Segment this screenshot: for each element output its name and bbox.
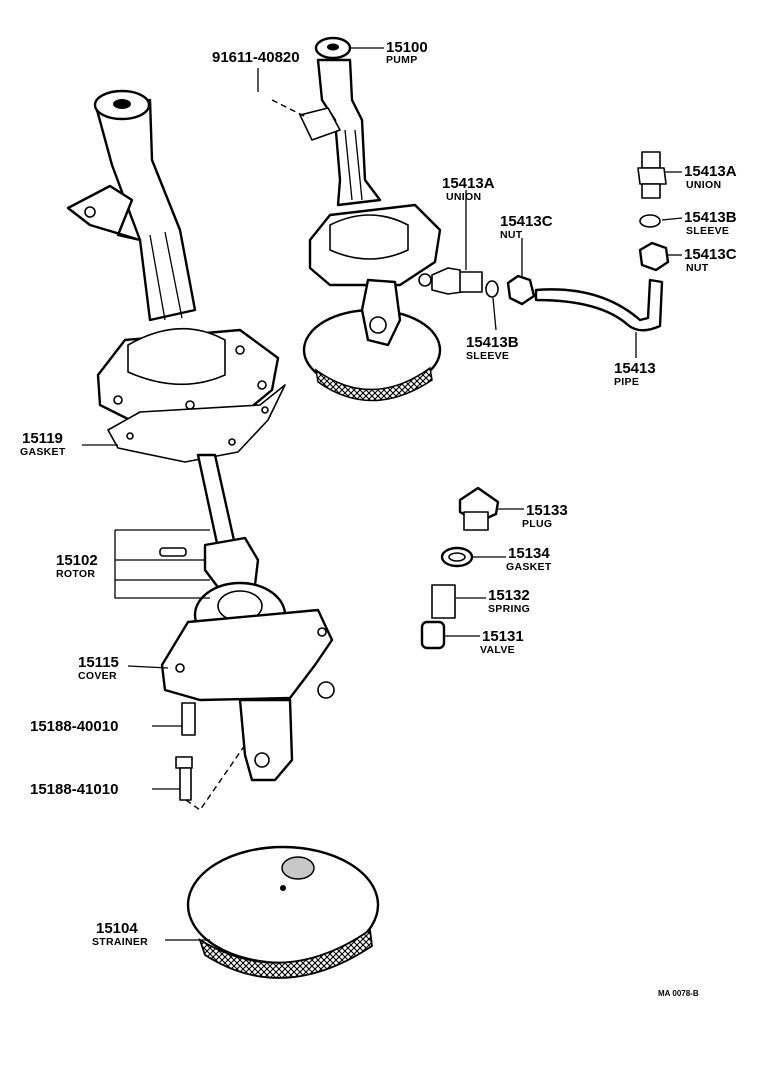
callout-pump-number: 15100	[386, 39, 428, 56]
callout-spring-number: 15132	[488, 587, 530, 604]
pump-upper-bracket	[66, 184, 142, 242]
callout-sleeve-b2-number: 15413B	[684, 209, 737, 226]
callout-spring-name: SPRING	[488, 603, 530, 615]
callout-plug-gasket-number: 15134	[508, 545, 550, 562]
exploded-pump-drawing	[66, 89, 380, 979]
callout-pump-name: PUMP	[386, 54, 418, 66]
callout-bolt1-number: 15188-40010	[30, 718, 118, 735]
rotor-shaft	[196, 453, 237, 550]
callout-sleeve-b2-name: SLEEVE	[686, 225, 729, 237]
reference-code: MA 0078-B	[658, 989, 699, 998]
bolt-2-shape	[179, 767, 192, 801]
callout-gasket-number: 15119	[22, 430, 63, 447]
callout-bolt2-number: 15188-41010	[30, 781, 118, 798]
callout-cover-name: COVER	[78, 670, 117, 682]
union-installed	[431, 267, 463, 295]
callout-labels: 91611-40820 15100 PUMP 15413A UNION 1541…	[20, 39, 737, 998]
callout-plug-gasket-name: GASKET	[506, 561, 552, 573]
spring-shape	[431, 584, 456, 619]
callout-pump-bolt-number: 91611-40820	[212, 49, 300, 66]
callout-valve-name: VALVE	[480, 644, 515, 656]
pump-gasket-shape	[107, 384, 286, 463]
nut-loose	[638, 241, 670, 272]
pump-main-tube	[95, 98, 197, 322]
relief-valve-drawing	[420, 486, 500, 650]
sleeve-loose	[639, 214, 661, 228]
callout-sleeve-b-number: 15413B	[466, 334, 519, 351]
callout-valve-number: 15131	[482, 628, 524, 645]
pump-body-bore	[127, 327, 226, 386]
union-loose	[641, 151, 661, 169]
callout-nut-c-name: NUT	[500, 229, 523, 241]
valve-shape	[420, 620, 446, 650]
callout-union-a-name: UNION	[446, 191, 481, 203]
assembled-side-port	[418, 273, 432, 287]
callout-sleeve-b-name: SLEEVE	[466, 350, 509, 362]
callout-nut-c2-number: 15413C	[684, 246, 737, 263]
cover-outlet-arm	[238, 698, 294, 782]
strainer-screen	[281, 856, 315, 880]
leader-lines	[82, 47, 683, 941]
callout-union-a2-number: 15413A	[684, 163, 737, 180]
callout-pipe-name: PIPE	[614, 376, 639, 388]
rotor-pin	[159, 547, 187, 557]
callout-union-a2-name: UNION	[686, 179, 721, 191]
pump-cover-shape	[160, 608, 334, 702]
assembled-body-bore	[329, 214, 409, 260]
callout-cover-number: 15115	[78, 654, 119, 671]
callout-union-a-number: 15413A	[442, 175, 495, 192]
sleeve-installed	[485, 280, 499, 298]
callout-strainer-name: STRAINER	[92, 936, 148, 948]
callout-strainer-number: 15104	[96, 920, 138, 937]
bolt-1-shape	[181, 702, 196, 736]
assembled-arm-bolt	[369, 316, 387, 334]
assembled-pump-drawing	[299, 36, 442, 402]
callout-pipe-number: 15413	[614, 360, 656, 377]
pipe-fittings-drawing	[431, 151, 670, 332]
callout-nut-c-number: 15413C	[500, 213, 553, 230]
assembled-strainer-knurl	[314, 366, 433, 402]
callout-rotor-number: 15102	[56, 552, 98, 569]
strainer-knurl	[198, 928, 373, 979]
callout-nut-c2-name: NUT	[686, 262, 709, 274]
callout-plug-number: 15133	[526, 502, 568, 519]
nut-installed	[506, 274, 536, 306]
pipe-shape	[534, 278, 664, 332]
inner-rotor	[203, 536, 260, 592]
callout-plug-name: PLUG	[522, 518, 552, 530]
assembled-top-bracket	[299, 107, 341, 141]
callout-rotor-name: ROTOR	[56, 568, 95, 580]
callout-gasket-name: GASKET	[20, 446, 66, 458]
